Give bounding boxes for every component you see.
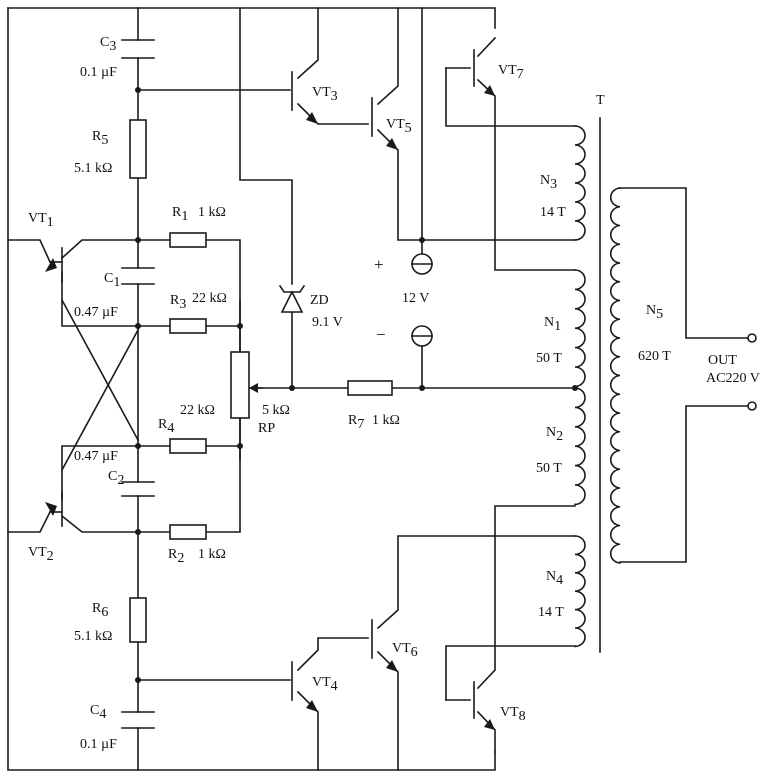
- label-r3: R3: [170, 293, 186, 312]
- output-voltage: AC220 V: [706, 371, 760, 386]
- value-r2: 1 kΩ: [198, 547, 226, 562]
- label-r5: R5: [92, 129, 108, 148]
- label-vt1: VT1: [28, 211, 54, 230]
- value-c3: 0.1 µF: [80, 65, 117, 80]
- coil-n3: [574, 125, 586, 241]
- label-n2: N2: [546, 425, 563, 444]
- value-r7: 1 kΩ: [372, 413, 400, 428]
- label-vt7: VT7: [498, 63, 524, 82]
- transistor-vt7: [473, 49, 495, 96]
- transistor-vt8: [473, 681, 495, 730]
- label-n5: N5: [646, 303, 663, 322]
- output-label: OUT: [708, 353, 737, 368]
- resistor-r4: [169, 438, 207, 454]
- value-rp: 5 kΩ: [262, 403, 290, 418]
- capacitor-c3: [121, 39, 155, 59]
- label-c3: C3: [100, 35, 116, 54]
- value-r5: 5.1 kΩ: [74, 161, 112, 176]
- label-c4: C4: [90, 703, 106, 722]
- capacitor-c2: [121, 439, 155, 497]
- turns-n4: 14 T: [538, 605, 564, 620]
- coil-n5: [609, 187, 621, 564]
- coil-n1: [574, 269, 586, 388]
- zener-diode-zd: [278, 284, 306, 313]
- resistor-r2: [169, 524, 207, 540]
- value-c4: 0.1 µF: [80, 737, 117, 752]
- label-rp: RP: [258, 421, 275, 436]
- resistor-r5: [129, 119, 147, 179]
- value-r6: 5.1 kΩ: [74, 629, 112, 644]
- junctions: [135, 87, 578, 683]
- label-n1: N1: [544, 315, 561, 334]
- label-r1: R1: [172, 205, 188, 224]
- value-r4: 22 kΩ: [180, 403, 215, 418]
- turns-n1: 50 T: [536, 351, 562, 366]
- label-transformer: T: [596, 93, 605, 108]
- label-r6: R6: [92, 601, 108, 620]
- label-vt3: VT3: [312, 85, 338, 104]
- capacitor-c1: [121, 267, 155, 285]
- coil-n2: [574, 387, 586, 506]
- label-c2: C2: [108, 469, 124, 488]
- coil-n4: [574, 535, 586, 648]
- transistor-vt3: [291, 71, 318, 124]
- label-r7: R7: [348, 413, 364, 432]
- supply-terminals: [411, 253, 433, 347]
- value-r3: 22 kΩ: [192, 291, 227, 306]
- label-vt2: VT2: [28, 545, 54, 564]
- value-r1: 1 kΩ: [198, 205, 226, 220]
- resistor-r3: [169, 318, 207, 334]
- label-n3: N3: [540, 173, 557, 192]
- value-c1: 0.47 µF: [74, 305, 118, 320]
- value-zd: 9.1 V: [312, 315, 343, 330]
- label-vt6: VT6: [392, 641, 418, 660]
- capacitor-c4: [121, 711, 155, 729]
- turns-n5: 620 T: [638, 349, 671, 364]
- transistor-vt4: [291, 661, 318, 712]
- resistor-r6: [129, 597, 147, 643]
- labels: C3 0.1 µF R5 5.1 kΩ VT1 R1 1 kΩ C1 0.47 …: [28, 35, 760, 752]
- transistor-vt5: [371, 97, 398, 150]
- supply-minus-sign: −: [376, 325, 386, 344]
- label-vt5: VT5: [386, 117, 412, 136]
- resistor-r1: [169, 232, 207, 248]
- transformer-t: [574, 117, 621, 653]
- transistor-vt1: [45, 247, 63, 283]
- turns-n3: 14 T: [540, 205, 566, 220]
- transistor-vt2: [45, 491, 63, 527]
- label-zd: ZD: [310, 293, 329, 308]
- label-vt4: VT4: [312, 675, 338, 694]
- transistor-vt6: [371, 619, 398, 672]
- label-n4: N4: [546, 569, 563, 588]
- label-vt8: VT8: [500, 705, 526, 724]
- supply-voltage: 12 V: [402, 291, 429, 306]
- value-c2: 0.47 µF: [74, 449, 118, 464]
- label-r4: R4: [158, 417, 174, 436]
- supply-plus-sign: +: [374, 255, 384, 274]
- output-terminals: [747, 333, 757, 411]
- label-c1: C1: [104, 271, 120, 290]
- turns-n2: 50 T: [536, 461, 562, 476]
- label-r2: R2: [168, 547, 184, 566]
- potentiometer-rp: [230, 351, 263, 419]
- resistor-r7: [347, 380, 393, 396]
